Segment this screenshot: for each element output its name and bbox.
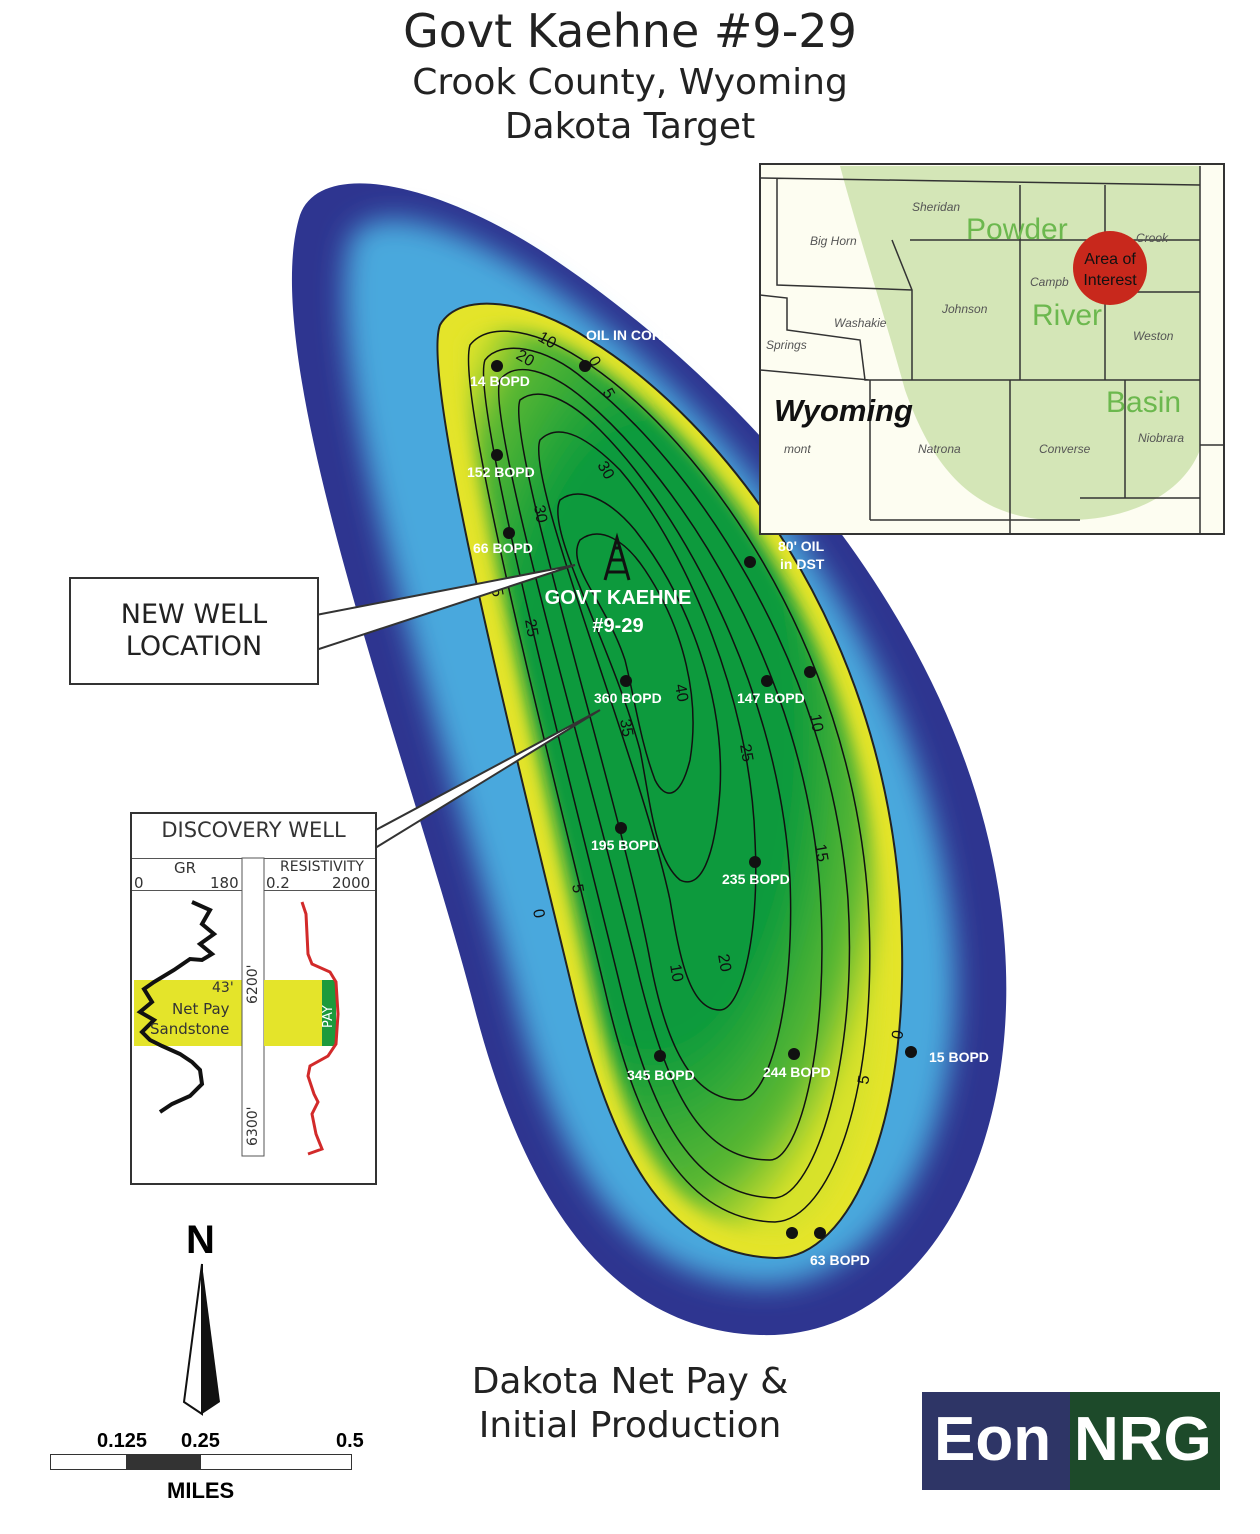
gr-label: GR [174,859,197,877]
logo-text-eon: Eon [934,1405,1052,1474]
contour-label: 30 [530,504,550,525]
well-dot [744,556,756,568]
depth-6300: 6300' [245,1106,261,1146]
contour-labels: 10200530301525403525101550102005 [486,329,907,1086]
wells: 14 BOPD OIL IN CORE 152 BOPD 66 BOPD 80' OIL… [467,327,989,1268]
sandstone-label: Sandstone [150,1020,230,1038]
resistivity-max: 2000 [332,874,371,892]
contour-label: 20 [513,347,537,371]
well-dot [749,856,761,868]
well-dot [804,666,816,678]
well-label: 80' OIL [778,538,825,554]
resistivity-label: RESISTIVITY [280,859,364,875]
well-label: 244 BOPD [763,1064,831,1080]
well-label: 152 BOPD [467,464,535,480]
well-dot [620,675,632,687]
well-dot [786,1227,798,1239]
map-target: Dakota Target [504,106,756,147]
scale-tick: 0.5 [336,1430,364,1452]
well-label: 66 BOPD [473,540,533,556]
well-dot [905,1046,917,1058]
contour-label: 10 [535,329,559,353]
map-location: Crook County, Wyoming [412,62,848,103]
scale-unit: MILES [167,1478,235,1503]
contour-label: 0 [529,908,547,920]
new-well-derrick-icon [603,532,631,581]
scale-bar [50,1454,352,1470]
discovery-well-log: DISCOVERY WELL GR 0 180 RESISTIVITY 0.2 … [130,812,377,1185]
logo-text-nrg: NRG [1074,1405,1212,1474]
well-dot [654,1050,666,1062]
contour-label: 5 [855,1074,873,1086]
well-label: 15 BOPD [929,1049,989,1065]
depth-6200: 6200' [245,964,261,1004]
well-dot [788,1048,800,1060]
map-title: Govt Kaehne #9-29 [403,4,857,58]
contour-label: 0 [889,1029,907,1041]
contour-label: 25 [521,618,541,639]
net-pay-green-zone [463,326,883,1236]
well-label: 235 BOPD [722,871,790,887]
area-of-interest-marker [1073,231,1147,305]
well-label: 14 BOPD [470,373,530,389]
well-dot [503,527,515,539]
north-arrow-icon [182,1263,220,1416]
well-dot [491,449,503,461]
contour-label: 40 [671,683,691,704]
well-dot [814,1227,826,1239]
well-label: OIL IN CORE [586,327,671,343]
well-label: 345 BOPD [627,1067,695,1083]
well-label: in DST [780,556,825,572]
resistivity-curve [300,901,340,1156]
contour-label: 20 [714,953,734,974]
eonnrg-logo: Eon NRG [922,1392,1220,1490]
caption-line: Dakota Net Pay & [471,1361,789,1402]
well-dot [761,675,773,687]
callout-line: LOCATION [125,631,263,662]
contour-label: 35 [616,718,636,739]
well-dot [491,360,503,372]
contour-label: 30 [594,459,618,483]
gr-max: 180 [210,874,239,892]
net-pay-thickness: 43' [212,980,234,996]
contour-label: 10 [806,713,826,734]
contour-label: 25 [736,743,756,764]
well-label: 360 BOPD [594,690,662,706]
map-caption: Dakota Net Pay & Initial Production [440,1360,820,1448]
gamma-ray-curve [136,900,218,1114]
well-label: 147 BOPD [737,690,805,706]
contour-lines [467,330,871,1223]
gr-min: 0 [134,874,144,892]
well-label: 63 BOPD [810,1252,870,1268]
scale-tick: 0.25 [181,1430,220,1452]
north-label: N [186,1218,215,1262]
inset-map [759,163,1225,535]
well-label: 195 BOPD [591,837,659,853]
callout-line: NEW WELL [120,599,268,630]
net-pay-label: Net Pay [172,1000,230,1018]
caption-line: Initial Production [478,1405,782,1446]
contour-label: 10 [666,963,686,984]
well-dot [615,822,627,834]
resistivity-min: 0.2 [266,874,290,892]
new-well-location-callout: NEW WELL LOCATION [69,577,319,685]
contour-label: 5 [568,883,586,895]
contour-label: 15 [811,843,831,864]
discovery-well-title: DISCOVERY WELL [161,818,346,842]
scale-tick: 0.125 [97,1430,148,1452]
pay-label: PAY [321,1005,336,1028]
well-dot [579,360,591,372]
